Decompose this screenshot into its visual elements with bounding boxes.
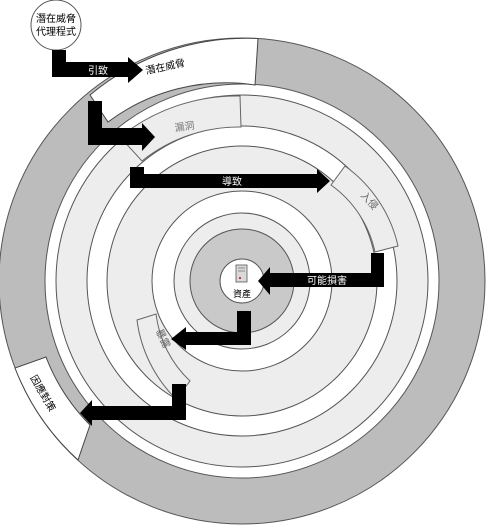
possible-damage-arrow [258,253,384,295]
server-icon [235,264,248,283]
leads-to-label-2: 導致 [222,175,242,188]
threat-agent-node [30,0,82,51]
possible-damage-label: 可能損害 [307,274,347,287]
threat-to-vulnerability-arrow [88,101,155,151]
exposure-to-countermeasure-arrow [80,384,186,426]
asset-label: 資產 [233,288,251,300]
leads-to-arrow-1 [52,50,143,83]
threat-segment [89,37,259,123]
vulnerability-segment [119,95,242,162]
agent-label-line2: 代理程式 [36,25,76,38]
asset-to-exposure-arrow [171,311,251,350]
countermeasure-segment [14,356,91,461]
leads-to-label-1: 引致 [88,64,108,77]
vulnerability-layer-label: 漏洞 [174,120,195,135]
intrusion-segment [330,165,399,253]
leads-to-arrow-2 [130,167,330,193]
agent-label-line1: 潛在威脅 [36,12,76,25]
